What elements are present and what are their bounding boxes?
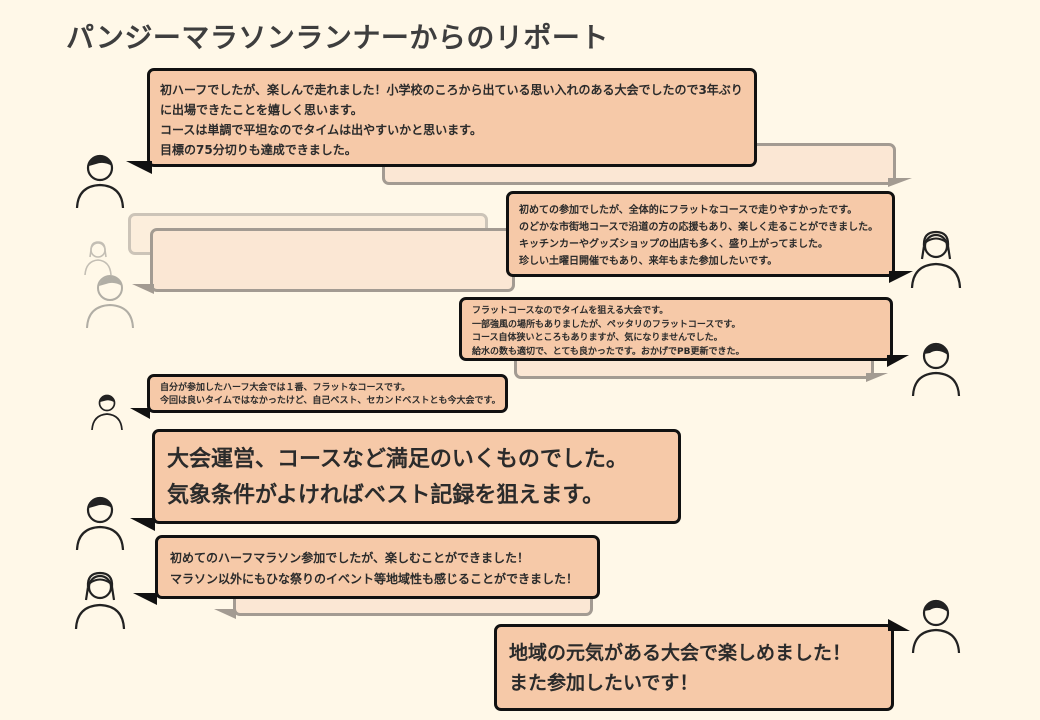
comment-bubble: 初めてのハーフマラソン参加でしたが、楽しむことができました！ マラソン以外にもひ… [155, 535, 600, 599]
comment-text: 給水の数も適切で、とても良かったです。おかげでPB更新できた。 [472, 346, 745, 357]
person-male-icon [74, 494, 126, 552]
comment-text: コース自体狭いところもありますが、気になりませんでした。 [472, 333, 723, 343]
comment-text: コースは単調で平坦なのでタイムは出やすいかと思います。 [160, 123, 482, 137]
person-male-icon [910, 340, 962, 398]
comment-text: 一部強風の場所もありましたが、ペッタリのフラットコースです。 [472, 319, 741, 330]
comment-text: 自分が参加したハーフ大会では１番、フラットなコースです。 [160, 383, 411, 393]
comment-text: 初めてのハーフマラソン参加でしたが、楽しむことができました！ [170, 551, 530, 565]
bubble-tail [887, 355, 909, 367]
comment-text: 地域の元気がある大会で楽しめました！ [509, 642, 852, 664]
person-male-icon [84, 272, 136, 330]
comment-text: のどかな市街地コースで沿道の方の応援もあり、楽しく走ることができました。 [519, 222, 879, 233]
comment-bubble: 大会運営、コースなど満足のいくものでした。 気象条件がよければベスト記録を狙えま… [152, 429, 681, 524]
ghost-bubble-tail [888, 178, 912, 187]
person-male-icon [910, 597, 962, 655]
bubble-tail [130, 408, 150, 419]
bubble-tail [126, 161, 152, 174]
comment-bubble: フラットコースなのでタイムを狙える大会です。 一部強風の場所もありましたが、ペッ… [459, 297, 893, 361]
bubble-tail [130, 518, 155, 531]
comment-bubble: 初ハーフでしたが、楽しんで走れました！小学校のころから出ている思い入れのある大会… [147, 68, 757, 167]
comment-bubble: 地域の元気がある大会で楽しめました！ また参加したいです！ [494, 624, 894, 711]
comment-text: 初めての参加でしたが、全体的にフラットなコースで走りやすかったです。 [519, 205, 858, 216]
comment-text: 初ハーフでしたが、楽しんで走れました！小学校のころから出ている思い入れのある大会… [160, 83, 743, 97]
comment-bubble: 初めての参加でしたが、全体的にフラットなコースで走りやすかったです。 のどかな市… [506, 191, 895, 277]
bubble-tail [888, 619, 910, 631]
comment-text: また参加したいです！ [509, 672, 699, 694]
comment-text: に出場できたことを嬉しく思います。 [160, 103, 363, 117]
bubble-tail [133, 593, 157, 605]
person-female-icon [83, 240, 113, 276]
comment-text: 気象条件がよければベスト記録を狙えます。 [167, 483, 605, 508]
ghost-bubble [150, 228, 515, 292]
comment-text: フラットコースなのでタイムを狙える大会です。 [472, 306, 669, 316]
comment-bubble: 自分が参加したハーフ大会では１番、フラットなコースです。 今回は良いタイムではな… [147, 374, 508, 413]
comment-text: 目標の75分切りも達成できました。 [160, 143, 357, 157]
person-female-icon [909, 229, 963, 289]
page-title: パンジーマラソンランナーからのリポート [66, 21, 609, 54]
comment-text: 今回は良いタイムではなかったけど、自己ベスト、セカンドベストとも今大会です。 [160, 396, 501, 406]
ghost-bubble-tail [866, 373, 888, 382]
comment-text: 大会運営、コースなど満足のいくものでした。 [167, 447, 628, 472]
bubble-tail [889, 271, 913, 283]
ghost-bubble-tail [132, 284, 154, 294]
comment-text: マラソン以外にもひな祭りのイベント等地域性も感じることができました！ [170, 572, 579, 586]
person-male-icon [90, 393, 124, 431]
person-female-icon [73, 570, 127, 630]
person-male-icon [74, 152, 126, 210]
ghost-bubble-tail [214, 609, 236, 619]
comment-text: キッチンカーやグッズショップの出店も多く、盛り上がってました。 [519, 239, 828, 250]
comment-text: 珍しい土曜日開催でもあり、来年もまた参加したいです。 [519, 256, 778, 267]
